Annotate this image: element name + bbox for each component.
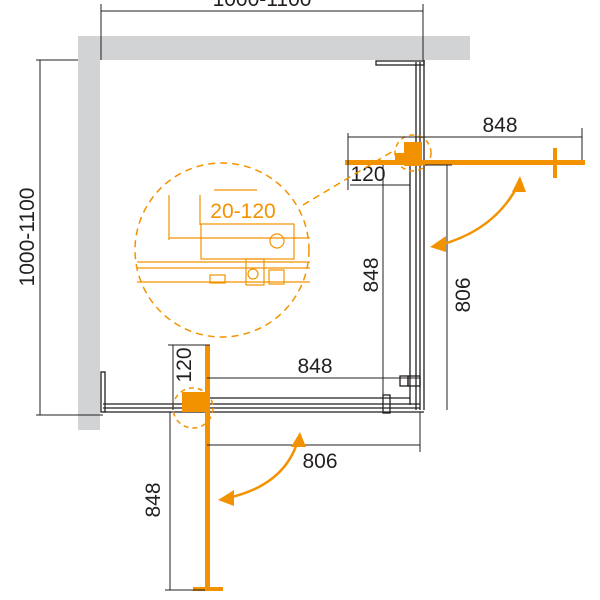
right-opening-label: 806 <box>452 277 475 312</box>
offset-left-label: 120 <box>173 347 196 382</box>
left-opening-label: 806 <box>302 450 337 473</box>
swing-arrow-right <box>439 184 520 247</box>
left-sliding-door <box>172 345 223 591</box>
right-fixed-panel <box>375 60 425 410</box>
bottom-fixed-panel <box>100 371 424 414</box>
right-door-width-label: 848 <box>482 114 517 137</box>
depth-dimension <box>36 59 103 416</box>
right-fixed-label: 848 <box>360 257 383 292</box>
width-dimension <box>100 4 424 60</box>
offset-top-label: 120 <box>350 163 385 186</box>
swing-arrow-left <box>227 439 300 500</box>
arrow-head-left-2 <box>291 432 306 447</box>
left-wall <box>78 36 100 430</box>
adjust-range-label: 20-120 <box>210 200 275 223</box>
detail-callout: 20-120 <box>134 149 396 338</box>
arrow-head-left-1 <box>218 490 234 506</box>
depth-range-label: 1000-1100 <box>16 188 39 287</box>
left-door-width-label: 848 <box>142 482 165 517</box>
width-range-label: 1000-1100 <box>213 0 312 11</box>
left-fixed-label: 848 <box>297 355 332 378</box>
top-wall <box>78 36 470 60</box>
right-sliding-door <box>345 134 585 178</box>
dimension-lines <box>165 128 583 591</box>
arrow-head-right-2 <box>512 176 526 192</box>
arrow-head-right-1 <box>430 236 446 252</box>
